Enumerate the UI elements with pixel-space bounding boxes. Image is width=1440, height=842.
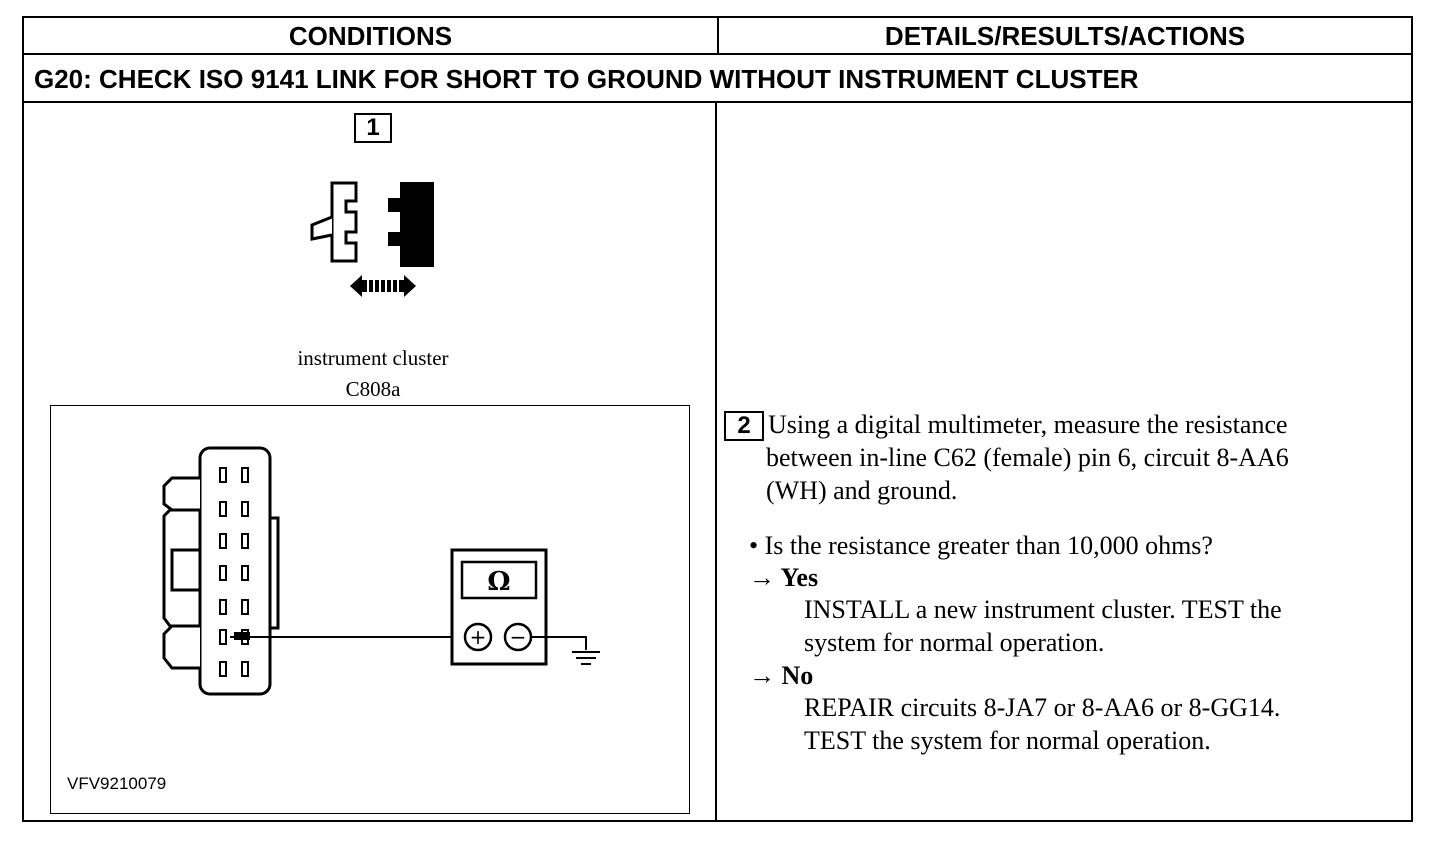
caption-connector-id: C808a [345,377,401,401]
title-divider [22,101,1413,103]
meter-ohm-symbol: Ω [487,567,510,597]
instruction-line-1: Using a digital multimeter, measure the … [768,410,1288,439]
no-line-2: TEST the system for normal operation. [804,726,1211,755]
yes-line-1: INSTALL a new instrument cluster. TEST t… [804,595,1282,624]
yes-line-2: system for normal operation. [804,628,1105,657]
question-text: • Is the resistance greater than 10,000 … [749,531,1213,560]
meter-minus-symbol: − [510,625,527,649]
step-1-box: 1 [354,113,392,143]
details-header: DETAILS/RESULTS/ACTIONS [884,21,1246,51]
test-title: G20: CHECK ISO 9141 LINK FOR SHORT TO GR… [34,64,1139,94]
yes-label: → Yes [749,563,819,592]
figure-box [50,405,690,814]
step-2-box: 2 [724,411,764,441]
instruction-line-3: (WH) and ground. [766,476,958,505]
ground-icon [572,651,600,665]
multimeter-icon: Ω + − [450,548,548,666]
no-label: → No [749,661,814,690]
caption-instrument-cluster: instrument cluster [297,346,449,370]
connector-disconnect-icon [310,181,434,297]
header-column-divider [717,16,719,55]
body-column-divider [715,101,717,822]
conditions-header: CONDITIONS [288,21,453,51]
figure-id: VFV9210079 [67,774,167,793]
double-arrow-icon [350,275,416,297]
connector-icon: Ω + − [162,446,600,696]
instruction-line-2: between in-line C62 (female) pin 6, circ… [766,443,1289,472]
no-line-1: REPAIR circuits 8-JA7 or 8-AA6 or 8-GG14… [804,693,1281,722]
meter-plus-symbol: + [470,625,487,649]
